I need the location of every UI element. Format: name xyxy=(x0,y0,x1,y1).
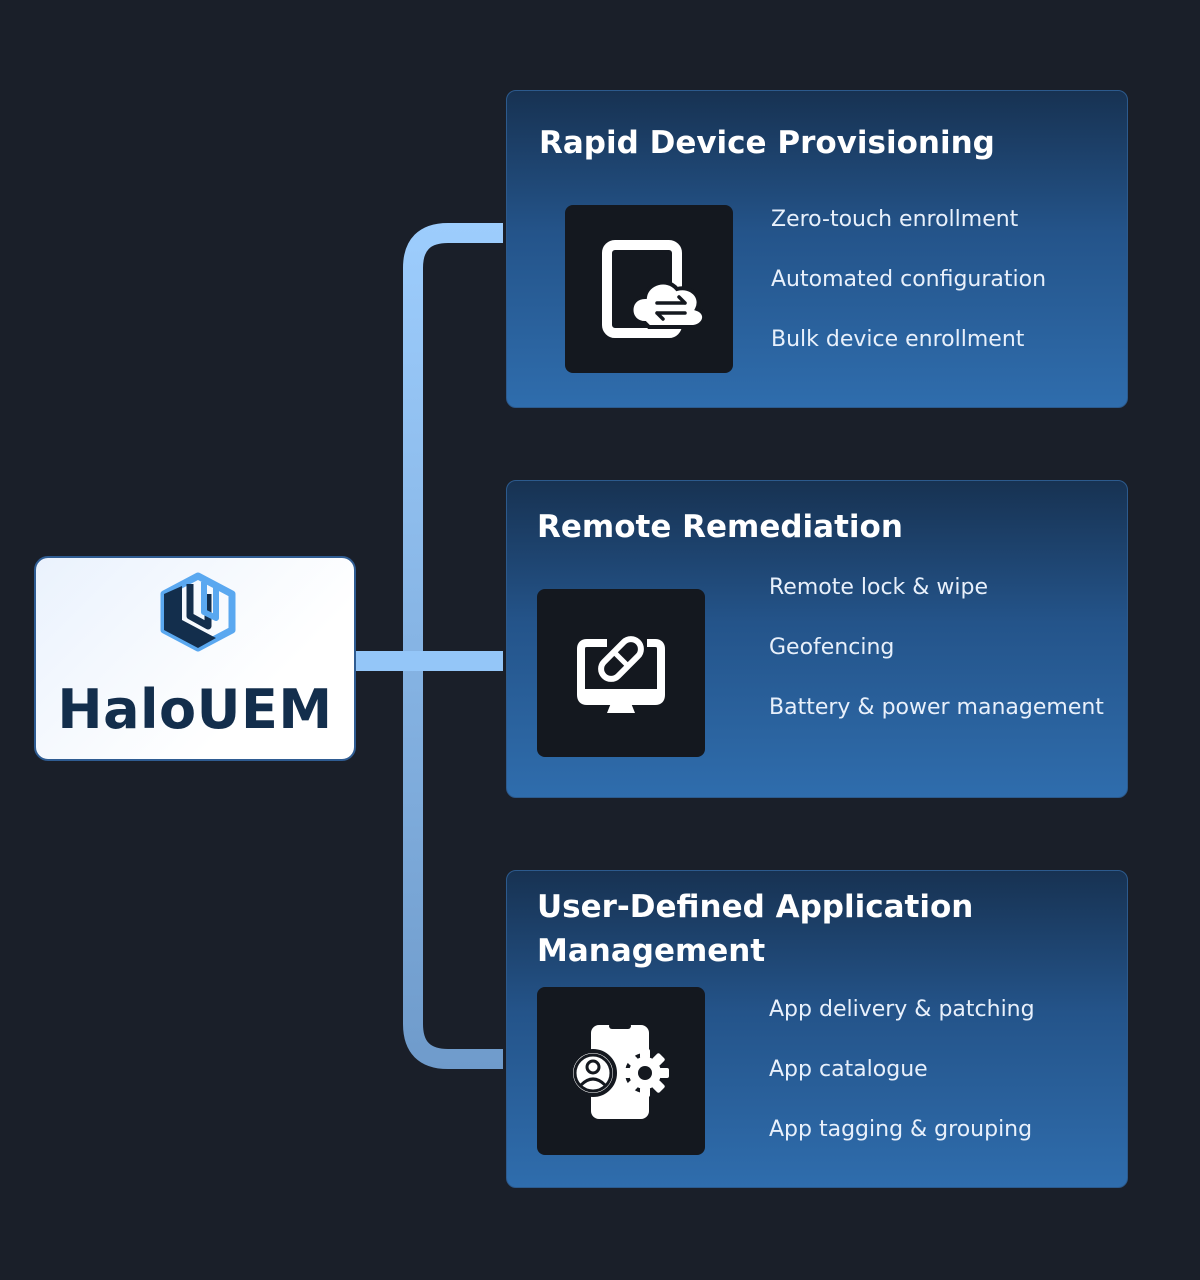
list-item: Zero-touch enrollment xyxy=(771,207,1019,232)
brand-name: HaloUEM xyxy=(57,678,333,741)
feature-card-remediation: Remote Remediation Remote lock & wipe Ge… xyxy=(506,480,1128,798)
feature-list: Zero-touch enrollment Automated configur… xyxy=(771,205,1046,385)
feature-list: Remote lock & wipe Geofencing Battery & … xyxy=(769,573,1104,753)
list-item: App catalogue xyxy=(769,1057,928,1082)
card-title: Rapid Device Provisioning xyxy=(539,125,995,161)
phone-user-gear-icon xyxy=(569,1023,669,1119)
brand-card: HaloUEM xyxy=(34,556,356,761)
feature-card-app-management: User-Defined Application Management xyxy=(506,870,1128,1188)
list-item: Automated configuration xyxy=(771,267,1047,292)
list-item: Geofencing xyxy=(769,635,895,660)
card-title: Remote Remediation xyxy=(537,509,903,545)
connector-trunk xyxy=(403,223,503,1069)
list-item: App delivery & patching xyxy=(769,997,1035,1022)
list-item: App tagging & grouping xyxy=(769,1117,1033,1142)
feature-list: App delivery & patching App catalogue Ap… xyxy=(769,995,1035,1175)
card-icon-box xyxy=(565,205,733,373)
card-title: User-Defined Application Management xyxy=(537,889,974,969)
card-icon-box xyxy=(537,987,705,1155)
monitor-bandage-icon xyxy=(577,636,665,713)
feature-card-provisioning: Rapid Device Provisioning Zero-touch enr… xyxy=(506,90,1128,408)
card-icon-box xyxy=(537,589,705,757)
list-item: Remote lock & wipe xyxy=(769,575,989,600)
list-item: Battery & power management xyxy=(769,695,1104,720)
tablet-cloud-sync-icon xyxy=(602,240,707,338)
list-item: Bulk device enrollment xyxy=(771,327,1025,352)
halo-hexagon-logo-icon xyxy=(160,572,236,652)
